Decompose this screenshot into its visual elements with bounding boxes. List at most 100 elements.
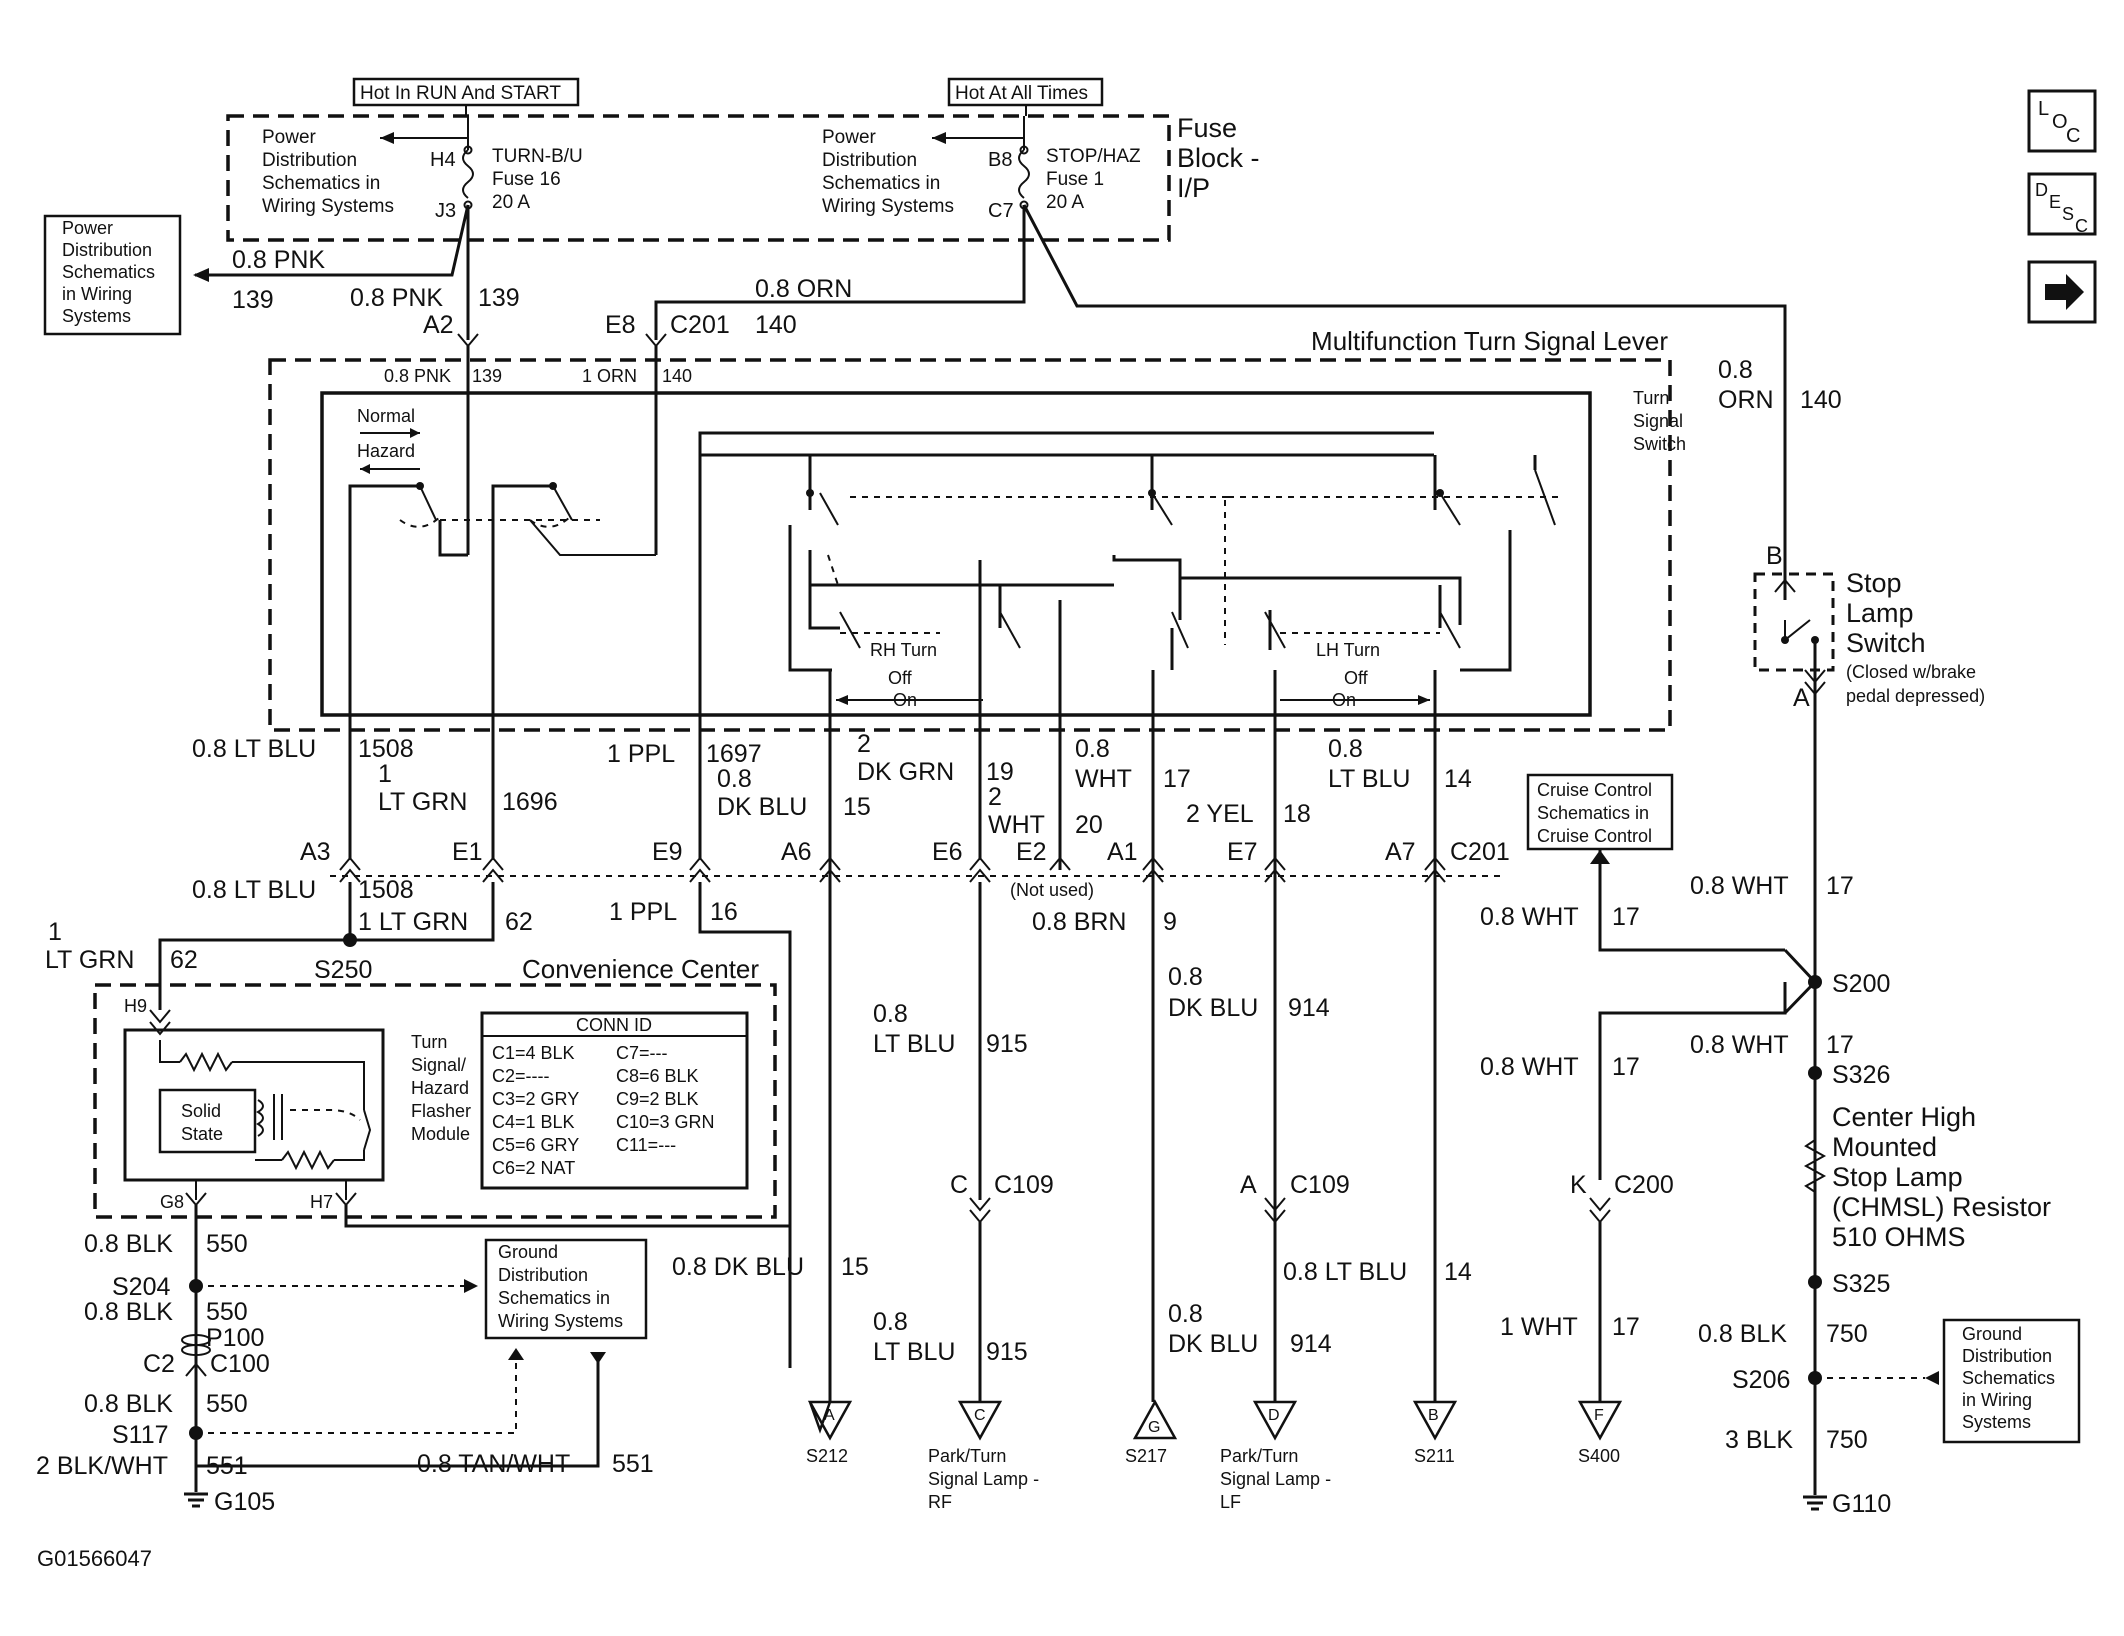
svg-text:140: 140 [662, 366, 692, 386]
svg-text:Switch: Switch [1846, 628, 1926, 658]
svg-text:LT BLU: LT BLU [873, 1030, 955, 1058]
svg-text:0.8: 0.8 [1168, 963, 1203, 991]
svg-text:550: 550 [206, 1298, 248, 1326]
svg-text:K: K [1570, 1171, 1587, 1199]
svg-text:18: 18 [1283, 800, 1311, 828]
svg-text:1508: 1508 [358, 876, 414, 904]
svg-text:LF: LF [1220, 1492, 1241, 1512]
svg-text:Turn: Turn [1633, 388, 1669, 408]
svg-text:Fuse 16: Fuse 16 [492, 169, 561, 190]
svg-text:DK BLU: DK BLU [1168, 994, 1258, 1022]
pd-left-label: Power Distribution Schematics in Wiring … [262, 127, 394, 217]
svg-text:0.8 BLK: 0.8 BLK [84, 1230, 173, 1258]
svg-text:1: 1 [48, 918, 62, 946]
svg-text:D: D [1268, 1407, 1280, 1424]
svg-text:LT BLU: LT BLU [1328, 765, 1410, 793]
svg-text:Distribution: Distribution [1962, 1346, 2052, 1366]
svg-text:Center High: Center High [1832, 1102, 1976, 1132]
svg-text:0.8 WHT: 0.8 WHT [1690, 872, 1789, 900]
svg-text:Wiring Systems: Wiring Systems [262, 196, 394, 217]
svg-text:Hot In RUN And START: Hot In RUN And START [360, 83, 561, 104]
svg-text:914: 914 [1290, 1330, 1332, 1358]
svg-text:E1: E1 [452, 838, 483, 866]
terminal-b-s211: B S211 [1412, 1400, 1458, 1466]
svg-text:62: 62 [170, 946, 198, 974]
svg-text:A2: A2 [423, 311, 454, 339]
svg-text:Cruise Control: Cruise Control [1537, 826, 1652, 846]
svg-text:0.8 WHT: 0.8 WHT [1480, 903, 1579, 931]
lever-title: Multifunction Turn Signal Lever [1311, 326, 1668, 356]
svg-text:C7: C7 [988, 200, 1014, 222]
svg-text:16: 16 [710, 898, 738, 926]
svg-text:19: 19 [986, 758, 1014, 786]
svg-text:1697: 1697 [706, 740, 762, 768]
svg-text:E6: E6 [932, 838, 963, 866]
svg-text:C201: C201 [670, 311, 730, 339]
svg-text:H7: H7 [310, 1192, 333, 1212]
svg-text:A3: A3 [300, 838, 331, 866]
svg-text:750: 750 [1826, 1426, 1868, 1454]
svg-text:0.8: 0.8 [873, 1000, 908, 1028]
svg-text:P100: P100 [206, 1324, 264, 1352]
svg-text:Solid: Solid [181, 1101, 221, 1121]
svg-text:Systems: Systems [62, 306, 131, 326]
loc-button[interactable]: L O C [2027, 89, 2097, 153]
svg-text:E9: E9 [652, 838, 683, 866]
svg-text:F: F [1594, 1407, 1604, 1424]
svg-text:S117: S117 [112, 1421, 169, 1449]
svg-text:CONN ID: CONN ID [576, 1015, 652, 1035]
svg-text:E2: E2 [1016, 838, 1047, 866]
svg-text:Lamp: Lamp [1846, 598, 1914, 628]
fuse-16-symbol [462, 149, 474, 199]
svg-text:15: 15 [841, 1253, 869, 1281]
svg-text:State: State [181, 1124, 223, 1144]
svg-text:(Closed w/brake: (Closed w/brake [1846, 662, 1976, 682]
svg-text:Wiring Systems: Wiring Systems [822, 196, 954, 217]
svg-text:62: 62 [505, 908, 533, 936]
svg-text:1 PPL: 1 PPL [607, 740, 675, 768]
svg-text:Cruise Control: Cruise Control [1537, 780, 1652, 800]
svg-text:139: 139 [472, 366, 502, 386]
svg-text:Turn: Turn [411, 1032, 447, 1052]
svg-text:C5=6 GRY: C5=6 GRY [492, 1135, 579, 1155]
terminal-g-s217: G S217 [1125, 1399, 1178, 1466]
svg-text:550: 550 [206, 1230, 248, 1258]
svg-text:On: On [893, 690, 917, 710]
next-button[interactable] [2027, 260, 2097, 324]
svg-text:A: A [824, 1407, 835, 1424]
svg-text:Flasher: Flasher [411, 1101, 471, 1121]
desc-button[interactable]: D E S C [2027, 172, 2097, 236]
svg-text:Park/Turn: Park/Turn [1220, 1446, 1298, 1466]
svg-text:0.8: 0.8 [873, 1308, 908, 1336]
svg-text:9: 9 [1163, 908, 1177, 936]
svg-text:ORN: ORN [1718, 386, 1774, 414]
svg-text:C3=2 GRY: C3=2 GRY [492, 1089, 579, 1109]
lower-wires: 0.8 DK BLU 15 C C109 0.8 LT BLU 915 A C1… [672, 1171, 1674, 1368]
svg-text:140: 140 [755, 311, 797, 339]
svg-text:TURN-B/U: TURN-B/U [492, 146, 583, 167]
fuse-block-title: Fuse [1177, 113, 1237, 143]
svg-text:1 PPL: 1 PPL [609, 898, 677, 926]
svg-text:E: E [2049, 192, 2061, 212]
svg-text:B: B [1428, 1407, 1439, 1424]
svg-text:D: D [2035, 180, 2048, 200]
svg-text:E7: E7 [1227, 838, 1258, 866]
svg-text:Ground: Ground [498, 1242, 558, 1262]
svg-text:1696: 1696 [502, 788, 558, 816]
svg-text:Schematics in: Schematics in [498, 1288, 610, 1308]
svg-text:Schematics in: Schematics in [822, 173, 940, 194]
svg-text:1 LT GRN: 1 LT GRN [358, 908, 468, 936]
svg-text:DK BLU: DK BLU [717, 793, 807, 821]
power-distribution-box: Power Distribution Schematics in Wiring … [43, 214, 182, 336]
svg-text:Module: Module [411, 1124, 470, 1144]
svg-text:C109: C109 [1290, 1171, 1350, 1199]
svg-text:C: C [950, 1171, 968, 1199]
svg-text:17: 17 [1612, 1053, 1640, 1081]
svg-text:WHT: WHT [1075, 765, 1132, 793]
svg-text:14: 14 [1444, 765, 1472, 793]
svg-text:0.8 LT BLU: 0.8 LT BLU [1283, 1258, 1407, 1286]
svg-text:S204: S204 [112, 1273, 170, 1301]
svg-text:139: 139 [478, 284, 520, 312]
svg-text:(CHMSL) Resistor: (CHMSL) Resistor [1832, 1192, 2051, 1222]
svg-text:17: 17 [1612, 1313, 1640, 1341]
